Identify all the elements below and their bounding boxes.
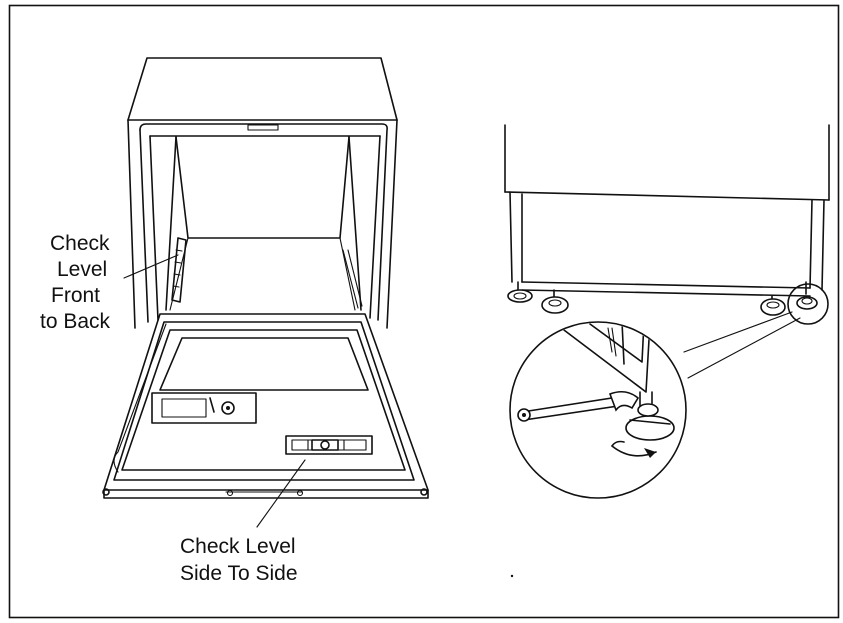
label-side-to-side-line-2: Side To Side [180, 562, 298, 585]
leader-line-side-to-side [256, 459, 306, 528]
label-front-to-back-line-1: Check [50, 232, 110, 255]
border-frame [8, 4, 840, 619]
side-to-side-level-icon [285, 435, 373, 455]
stray-dot [510, 574, 514, 578]
label-front-to-back: Check Level Front to Back [40, 232, 111, 333]
label-front-to-back-line-2: Level [57, 258, 107, 281]
front-to-back-level-icon [171, 237, 187, 303]
leader-line-front-to-back [123, 254, 179, 279]
magnified-leg-detail-icon [509, 321, 687, 499]
label-side-to-side: Check Level Side To Side [180, 535, 298, 585]
leveling-legs-icon [504, 124, 830, 499]
label-front-to-back-line-3: Front [51, 284, 100, 307]
dishwasher-open-door-icon [102, 57, 429, 499]
label-front-to-back-line-4: to Back [40, 310, 111, 333]
label-side-to-side-line-1: Check Level [180, 535, 296, 558]
